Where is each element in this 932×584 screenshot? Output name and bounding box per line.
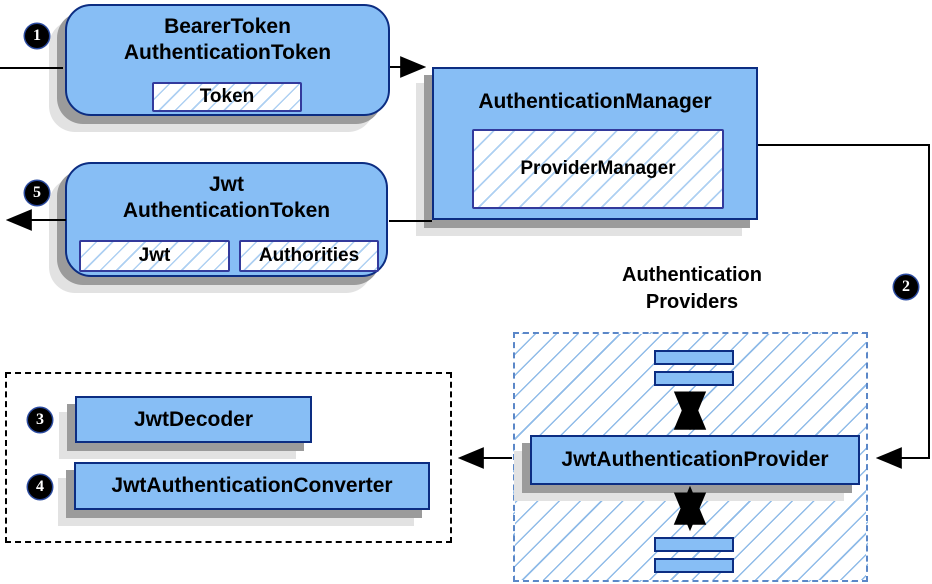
provider-list-bar-bottom-2 [654, 558, 734, 573]
provider-list-bar-top-2 [654, 371, 734, 386]
jwt-chip: Jwt [79, 240, 230, 272]
authorities-chip-label: Authorities [258, 245, 360, 266]
jwt-decoder-node: JwtDecoder [75, 396, 312, 443]
token-chip-label: Token [199, 86, 255, 107]
provider-list-bar-bottom-1 [654, 537, 734, 552]
providers-header-line2: Providers [645, 291, 739, 313]
jwt-authentication-provider-node: JwtAuthenticationProvider [530, 435, 860, 485]
step-1-badge: 1 [25, 24, 49, 48]
jwt-authentication-converter-node: JwtAuthenticationConverter [74, 462, 430, 510]
authorities-chip: Authorities [239, 240, 379, 272]
authentication-manager-node: AuthenticationManager ProviderManager [432, 67, 758, 220]
bearer-token-title-line2: AuthenticationToken [123, 41, 332, 64]
authentication-manager-title: AuthenticationManager [478, 90, 712, 113]
jwt-authentication-token-node: Jwt AuthenticationToken Jwt Authorities [65, 162, 388, 277]
jwt-authentication-provider-label: JwtAuthenticationProvider [561, 448, 829, 471]
token-chip: Token [152, 82, 302, 112]
bearer-token-node-title: BearerToken AuthenticationToken [67, 14, 388, 66]
jwt-token-title-line1: Jwt [208, 173, 244, 196]
step-4-badge: 4 [28, 475, 52, 499]
step-5-badge: 5 [25, 181, 49, 205]
jwt-chip-label: Jwt [138, 245, 171, 266]
step-3-badge: 3 [28, 408, 52, 432]
jwt-token-node-title: Jwt AuthenticationToken [67, 172, 386, 224]
provider-manager-chip: ProviderManager [472, 129, 724, 209]
authentication-providers-group: JwtAuthenticationProvider [513, 332, 868, 582]
bearer-token-authentication-token-node: BearerToken AuthenticationToken Token [65, 4, 390, 116]
jwt-tools-group: JwtDecoder JwtAuthenticationConverter [5, 372, 452, 543]
jwt-token-title-line2: AuthenticationToken [122, 199, 331, 222]
step-2-badge: 2 [894, 275, 918, 299]
provider-manager-chip-label: ProviderManager [520, 158, 676, 179]
providers-header-line1: Authentication [622, 264, 762, 286]
provider-list-bar-top-1 [654, 350, 734, 365]
bearer-token-title-line1: BearerToken [164, 15, 291, 38]
jwt-authentication-converter-label: JwtAuthenticationConverter [111, 474, 393, 497]
authentication-providers-header: Authentication Providers [560, 262, 824, 316]
jwt-decoder-label: JwtDecoder [133, 407, 254, 431]
